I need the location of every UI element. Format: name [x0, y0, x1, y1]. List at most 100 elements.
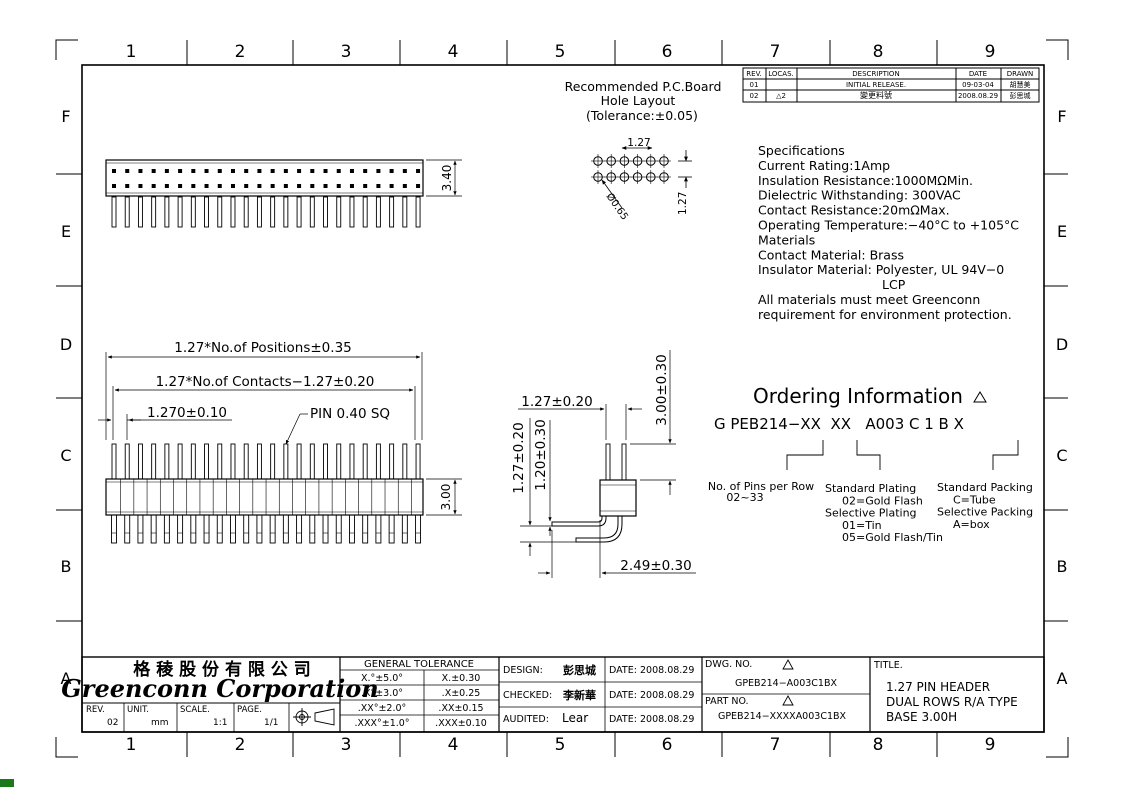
zone-row-C-right: C [1056, 446, 1067, 465]
top-view-pin-tail [256, 196, 262, 228]
zone-col-1-top: 1 [126, 42, 137, 62]
projection-symbol-icon [293, 708, 335, 726]
side-pitch-label: 1.27±0.20 [521, 394, 592, 410]
side-view-labels: 1.27±0.20 3.00±0.30 1.27±0.20 1.20±0.30 … [511, 354, 692, 574]
front-view-pin [217, 443, 223, 480]
front-view-pin [362, 443, 368, 480]
zone-col-1-bottom: 1 [126, 735, 137, 755]
front-view-lower-pin [415, 514, 422, 544]
top-view-pin-lower [270, 184, 275, 188]
top-view-pin-upper [283, 169, 288, 173]
front-view-lower-pin [216, 514, 223, 544]
zone-col-6-bottom: 6 [662, 735, 673, 755]
top-view-pin-lower [349, 184, 354, 188]
rev-row2-date: 2008.08.29 [958, 92, 998, 100]
checked-date: 2008.08.29 [640, 690, 694, 701]
top-view-pin-tail [309, 196, 315, 228]
pcb-hole-grid [591, 154, 671, 184]
front-view-lower-pin [362, 514, 369, 544]
checked-label: CHECKED: [503, 690, 552, 701]
date-label-3: DATE: [609, 714, 637, 725]
top-view-pin-upper [416, 169, 421, 173]
ordering-code: G PEB214−XX XX A003 C 1 B X [714, 415, 964, 433]
packing-line: C=Tube [953, 493, 996, 506]
top-view-pin-upper [336, 169, 341, 173]
pitch-dimension-label: 1.270±0.10 [147, 405, 227, 421]
top-view-pin-lower [416, 184, 421, 188]
packing-line: Selective Packing [937, 506, 1033, 519]
zone-row-B-left: B [61, 557, 72, 576]
zone-col-4-top: 4 [448, 42, 459, 62]
zone-col-2-bottom: 2 [235, 735, 246, 755]
zone-col-9-top: 9 [985, 42, 996, 62]
packing-line: Standard Packing [937, 481, 1033, 494]
spec-line: Materials [758, 232, 815, 247]
front-view-pin [124, 443, 130, 480]
front-view-lower-pin [335, 514, 342, 544]
front-view-lower-pin [388, 514, 395, 544]
front-view-lower-pin [401, 514, 408, 544]
rev-row2-description: 變更料號 [860, 90, 892, 100]
top-view-pin-lower [204, 184, 209, 188]
top-view-pin-upper [257, 169, 262, 173]
top-view-pin-lower [363, 184, 368, 188]
top-view-pin-lower [389, 184, 394, 188]
top-view-pin-lower [336, 184, 341, 188]
front-view-lower-pin [256, 514, 263, 544]
front-view-pin [415, 443, 421, 480]
front-view-lower-pin [349, 514, 355, 544]
pcb-pitch-label: 1.27 [627, 137, 650, 149]
spec-line: requirement for environment protection. [758, 307, 1012, 322]
revision-triangle-icon [973, 391, 987, 403]
tolerance-linear: .XXX±0.10 [435, 718, 487, 729]
positions-dimension-label: 1.27*No.of Positions±0.35 [174, 340, 352, 356]
front-view-lower-pin [111, 514, 117, 544]
front-view-lower-pin [137, 514, 144, 544]
date-label-2: DATE: [609, 690, 637, 701]
top-view-pin-upper [270, 169, 275, 173]
part-label: PART NO. [705, 696, 749, 707]
plating-line: 05=Gold Flash/Tin [842, 531, 943, 544]
top-view-pin-upper [349, 169, 354, 173]
plating-line: 02=Gold Flash [842, 494, 923, 507]
zone-row-A-right: A [1057, 669, 1068, 688]
top-view-pin-upper [376, 169, 381, 173]
plating-line: 01=Tin [842, 519, 882, 532]
rev-header-date: DATE [969, 70, 987, 78]
front-view-pin [177, 443, 183, 480]
ordering-information: Ordering Information G PEB214−XX XX A003… [708, 384, 1033, 544]
part-revision-triangle-icon [782, 695, 794, 706]
zone-row-D-left: D [60, 335, 72, 354]
top-view-pin-tail [124, 196, 130, 228]
corner-mark [0, 779, 14, 787]
top-view-pin-tail [177, 196, 183, 228]
zone-col-8-bottom: 8 [873, 735, 884, 755]
zone-col-6-top: 6 [662, 42, 673, 62]
tolerance-linear: X.±0.30 [442, 673, 481, 684]
spec-line: All materials must meet Greenconn [758, 292, 980, 307]
design-name: 彭思城 [563, 663, 596, 677]
company-name-chinese: 格 稜 股 份 有 限 公 司 [133, 659, 310, 680]
front-view-lower-pin [124, 514, 131, 544]
tolerance-linear: .XX±0.15 [438, 703, 483, 714]
top-view-pin-upper [178, 169, 183, 173]
front-view-lower-pin [375, 514, 382, 544]
top-view-pin-upper [402, 169, 407, 173]
top-view-pin-upper [244, 169, 249, 173]
spec-line: LCP [882, 277, 906, 292]
front-view-pin [270, 443, 276, 480]
title-line-3: BASE 3.00H [886, 710, 957, 724]
top-view-pin-lower [151, 184, 156, 188]
top-view-pin-tail [283, 196, 289, 228]
contacts-dimension-label: 1.27*No.of Contacts−1.27±0.20 [156, 374, 375, 390]
spec-line: Specifications [758, 143, 845, 158]
front-view-pin [309, 443, 315, 480]
top-view-pin-lower [217, 184, 222, 188]
zone-row-B-right: B [1057, 557, 1068, 576]
zone-col-3-bottom: 3 [341, 735, 352, 755]
front-view-pin [375, 443, 381, 480]
audited-label: AUDITED: [503, 714, 549, 725]
packing-line: A=box [953, 518, 990, 531]
plating-line: Standard Plating [825, 482, 916, 495]
